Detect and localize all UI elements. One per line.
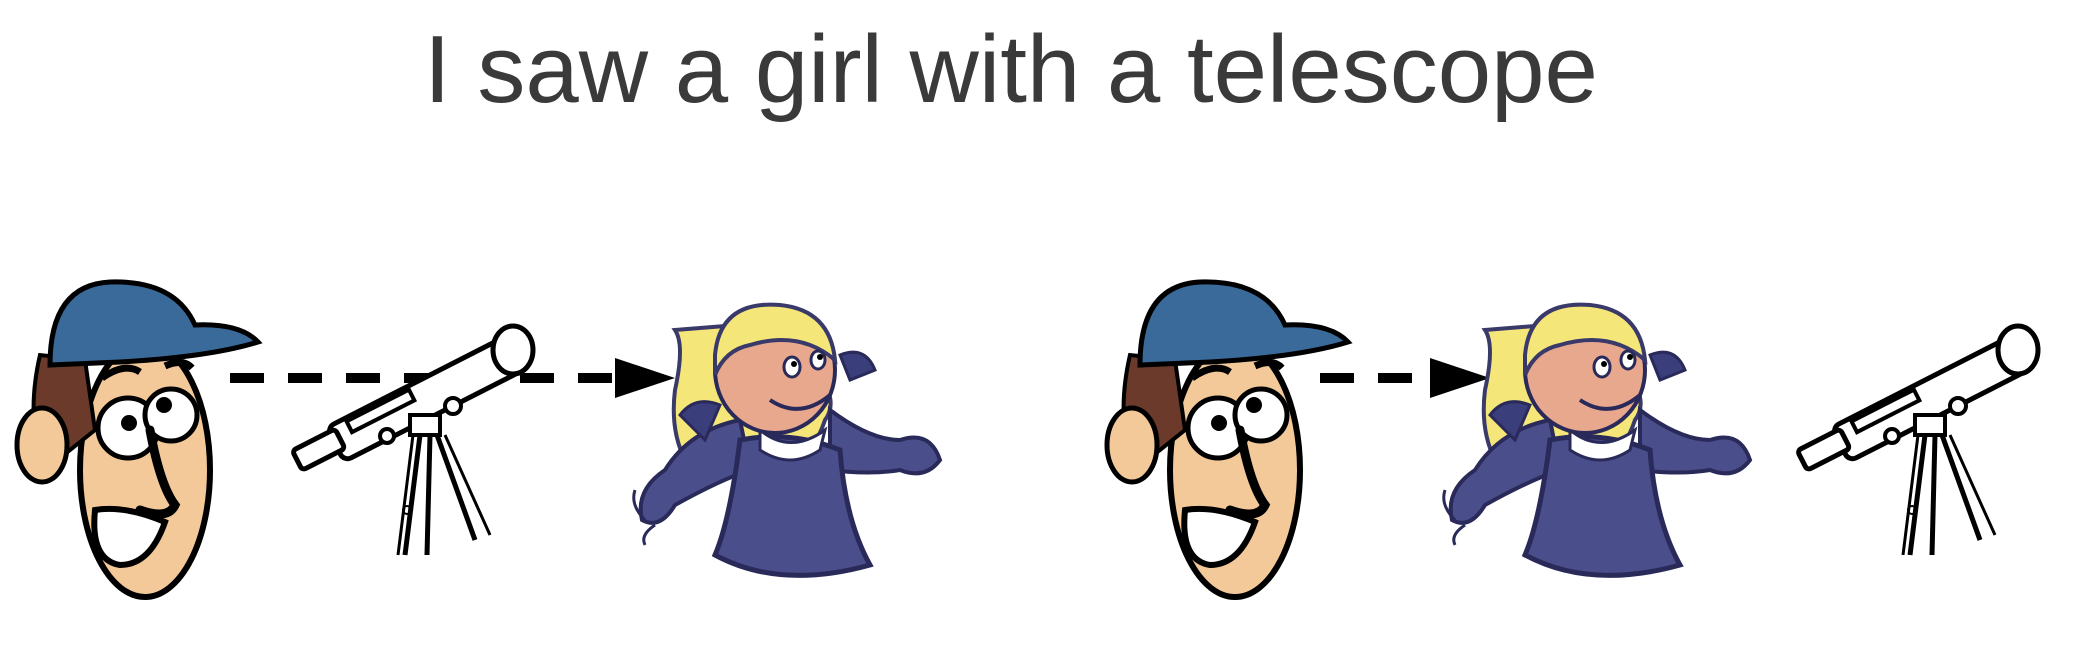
girl-figure-1 [634, 305, 940, 576]
panel-interpretation-2 [1107, 282, 2038, 597]
man-figure-2 [1107, 282, 1348, 597]
telescope-figure-1 [292, 326, 533, 555]
telescope-figure-2 [1797, 326, 2038, 555]
sentence-title: I saw a girl with a telescope [424, 16, 1598, 123]
arrow-head-2 [1430, 358, 1490, 398]
girl-figure-2 [1444, 305, 1750, 576]
man-figure-1 [17, 282, 258, 597]
panel-interpretation-1 [17, 282, 940, 597]
arrow-head-1 [615, 358, 675, 398]
